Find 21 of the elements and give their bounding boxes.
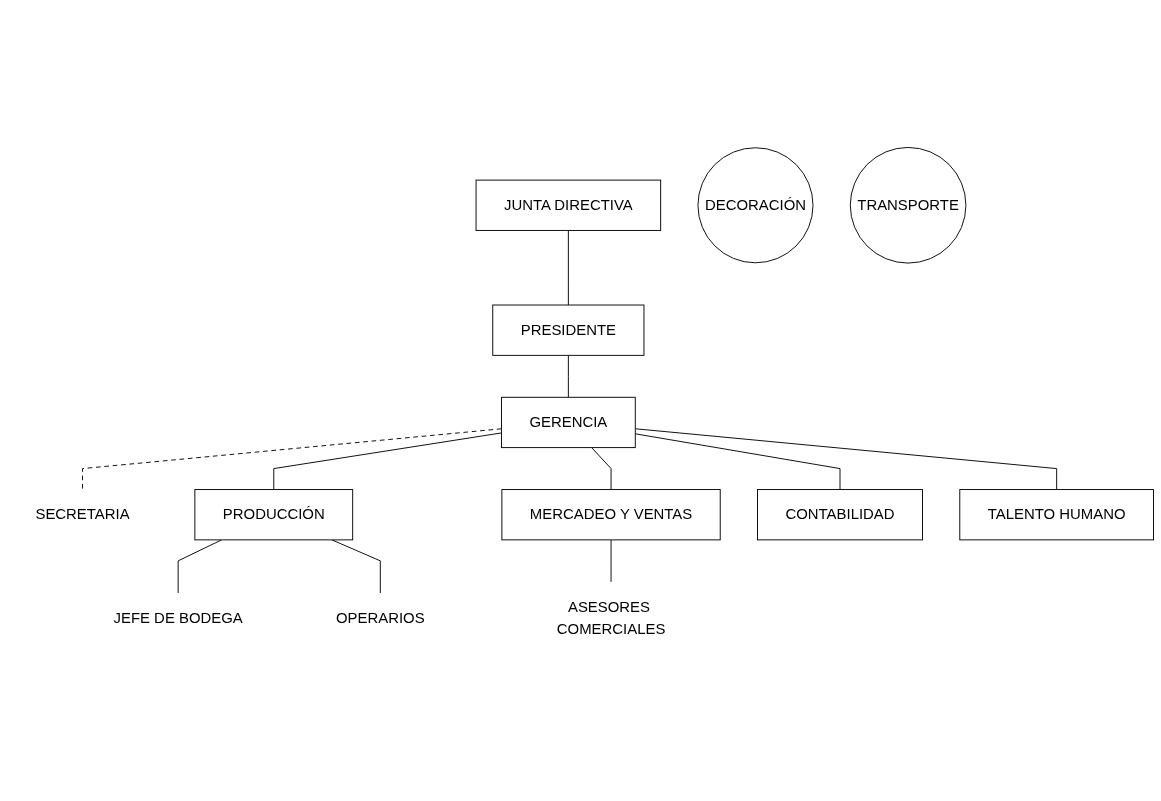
- node-box: GERENCIA: [501, 396, 636, 448]
- node-circle: DECORACIÓN: [697, 146, 814, 263]
- node-box: PRODUCCIÓN: [194, 488, 354, 540]
- node-circle: TRANSPORTE: [849, 146, 967, 264]
- node-box: JUNTA DIRECTIVA: [475, 179, 662, 231]
- connector: [567, 354, 569, 398]
- connector: [82, 427, 502, 490]
- node-text: ASESORES COMERCIALES: [556, 598, 666, 637]
- connector: [567, 229, 569, 305]
- node-text: SECRETARIA: [35, 505, 130, 522]
- node-box: TALENTO HUMANO: [959, 488, 1154, 540]
- connector: [591, 446, 612, 490]
- node-box: CONTABILIDAD: [757, 488, 923, 540]
- node-text: JEFE DE BODEGA: [113, 609, 243, 626]
- node-text: OPERARIOS: [335, 609, 425, 626]
- connector: [634, 427, 1058, 490]
- connector: [634, 432, 841, 490]
- node-box: PRESIDENTE: [492, 304, 645, 356]
- connector: [610, 538, 612, 582]
- connector: [273, 431, 502, 490]
- node-box: MERCADEO Y VENTAS: [501, 488, 721, 540]
